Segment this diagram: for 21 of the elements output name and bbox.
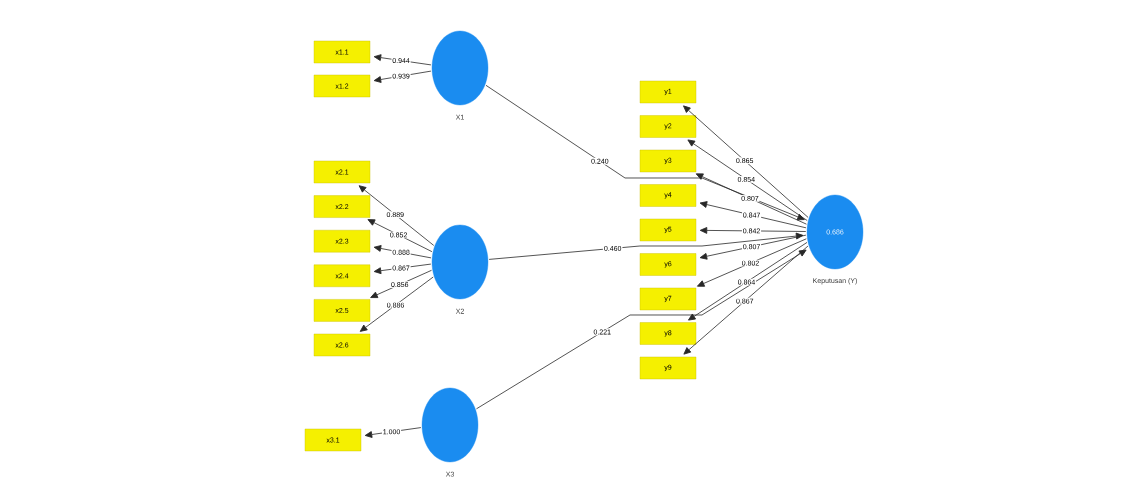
arrow <box>359 276 434 332</box>
arrow <box>683 245 809 355</box>
arrow <box>695 173 807 225</box>
arrow <box>373 54 432 66</box>
arrow <box>476 249 807 410</box>
arrow <box>373 263 432 275</box>
arrow <box>699 234 807 260</box>
arrow <box>683 105 809 218</box>
arrow <box>485 84 805 221</box>
arrow <box>373 70 432 83</box>
arrow <box>699 201 807 229</box>
arrow <box>373 245 432 259</box>
arrow <box>358 185 435 246</box>
arrow <box>697 238 807 287</box>
arrow <box>488 232 804 260</box>
arrow <box>687 139 808 221</box>
arrow <box>370 269 432 298</box>
arrow <box>699 227 807 234</box>
arrow <box>364 427 422 438</box>
arrow <box>688 242 808 321</box>
arrow <box>367 219 433 253</box>
